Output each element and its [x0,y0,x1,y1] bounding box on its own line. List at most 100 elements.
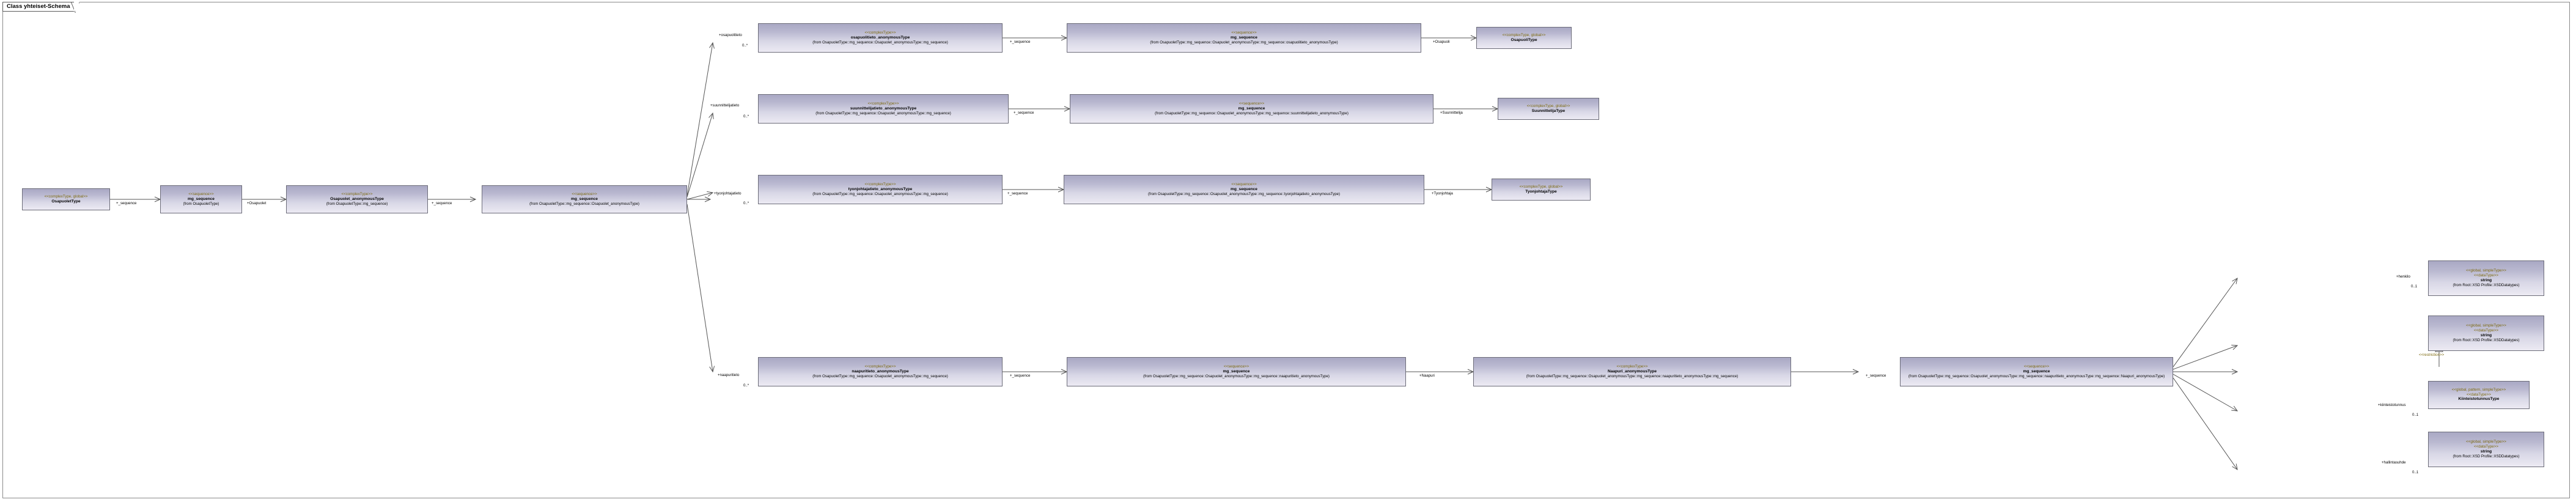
class-name: Naapuri_anonymousType [1607,369,1657,374]
stereotype: <<sequence>> [1231,182,1257,187]
edge-label-henkilo: +henkilo [2396,275,2410,279]
class-namespace: (from OsapuoletType::mg_sequence) [326,202,388,207]
stereotype: <<complexType>> [867,102,899,106]
class-name: string [2480,449,2492,454]
edge-label-sequence-6: +_sequence [1010,374,1031,378]
stereotype: <<complexType, global>> [1526,103,1570,108]
edge-label-tyonjohtajatieto: +tyonjohtajatieto [714,191,742,196]
edge-mult-hallintasuhde: 0..1 [2412,470,2419,474]
stereotype: <<global, simpleType>> [2466,440,2506,445]
stereotype-datatype: <<dataType>> [2467,392,2491,397]
edge-mult-tyonjohtajatieto: 0..* [743,201,749,205]
class-node-suunnittelijatieto-anonymoustype[interactable]: <<complexType>> suunnittelijatieto_anony… [758,94,1009,124]
stereotype-datatype: <<dataType>> [2474,328,2498,333]
class-namespace: (from OsapuoletType::mg_sequence::Osapuo… [1150,40,1338,45]
class-namespace: (from OsapuoletType::mg_sequence::Osapuo… [529,202,639,207]
class-namespace: (from OsapuoletType::mg_sequence::Osapuo… [812,192,948,197]
stereotype: <<sequence>> [1238,102,1265,106]
class-namespace: (from OsapuoletType::mg_sequence::Osapuo… [1908,374,2165,379]
stereotype: <<complexType, global>> [44,194,88,199]
class-name: suunnittelijatieto_anonymousType [850,106,917,111]
class-node-mg-sequence-osapuolettype[interactable]: <<sequence>> mg_sequence (from Osapuolet… [160,185,242,213]
stereotype: <<sequence>> [572,192,597,197]
stereotype: <<sequence>> [188,192,214,197]
class-namespace: (from OsapuoletType::mg_sequence::Osapuo… [1155,111,1349,116]
edge-label-sequence-2: +_sequence [432,201,452,205]
class-node-mg-sequence-osapuolitieto[interactable]: <<sequence>> mg_sequence (from Osapuolet… [1067,23,1421,53]
edge-label-sequence-5: +_sequence [1007,191,1028,196]
class-node-string-hallintasuhde[interactable]: <<global, simpleType>> <<dataType>> stri… [2428,432,2544,467]
class-node-naapuri-anonymoustype[interactable]: <<complexType>> Naapuri_anonymousType (f… [1473,357,1791,386]
stereotype-datatype: <<dataType>> [2474,444,2498,449]
edge-label-sequence-1: +_sequence [116,201,137,205]
stereotype: <<complexType, global>> [1519,184,1563,189]
class-node-naapuritieto-anonymoustype[interactable]: <<complexType>> naapuritieto_anonymousTy… [758,357,1003,386]
edge-label-osapuolet: +Osapuolet [247,201,267,205]
class-name: OsapuoletType [51,199,81,204]
stereotype: <<global, pattern, simpleType>> [2451,387,2506,392]
edge-label-sequence-3: +_sequence [1010,40,1031,44]
class-node-kiinteistotunnustype[interactable]: <<global, pattern, simpleType>> <<dataTy… [2428,381,2530,409]
edge-label-kiinteistotunnus: +kiinteistotunnus [2378,403,2406,407]
class-node-tyonjohtajatype[interactable]: <<complexType, global>> TyonjohtajaType [1492,179,1591,201]
stereotype: <<complexType>> [864,31,896,35]
edge-mult-suunnittelijatieto: 0..* [743,114,749,119]
diagram-title: Class yhteiset-Schema [7,3,70,10]
stereotype: <<complexType>> [864,182,896,187]
class-namespace: (from OsapuoletType::mg_sequence::Osapuo… [815,111,951,116]
stereotype: <<global, simpleType>> [2466,323,2506,328]
edge-mult-osapuolitieto: 0..* [742,43,748,48]
class-namespace: (from OsapuoletType::mg_sequence::Osapuo… [812,40,948,45]
class-namespace: (from Root::XSD Profile::XSDDatatypes) [2453,454,2520,459]
class-namespace: (from OsapuoletType::mg_sequence::Osapuo… [1147,192,1341,197]
class-namespace: (from Root::XSD Profile::XSDDatatypes) [2453,338,2520,343]
class-node-osapuolitieto-anonymoustype[interactable]: <<complexType>> osapuolitieto_anonymousT… [758,23,1003,53]
class-name: string [2480,333,2492,338]
class-name: mg_sequence [1223,369,1250,374]
edge-label-suunnittelija: +Suunnittelija [1440,111,1463,115]
edge-label-sequence-7: +_sequence [1866,374,1886,378]
class-name: string [2480,278,2492,282]
edge-label-tyonjohtaja: +Tyonjohtaja [1432,191,1453,196]
class-node-suunnittelijatype[interactable]: <<complexType, global>> SuunnittelijaTyp… [1498,98,1599,120]
class-name: mg_sequence [1231,186,1257,191]
stereotype: <<complexType>> [864,364,896,369]
edge-mult-naapuritieto: 0..* [743,383,749,388]
stereotype: <<global, simpleType>> [2466,268,2506,273]
class-name: KiinteistotunnusType [2458,397,2500,402]
class-name: SuunnittelijaType [1531,108,1566,113]
class-name: mg_sequence [1231,35,1257,40]
class-namespace: (from OsapuoletType::mg_sequence::Osapuo… [1143,374,1330,379]
class-node-mg-sequence-osapuolet-anon[interactable]: <<sequence>> mg_sequence (from Osapuolet… [482,185,687,213]
class-node-string-restricted[interactable]: <<global, simpleType>> <<dataType>> stri… [2428,316,2544,351]
class-node-mg-sequence-tyonjohtajatieto[interactable]: <<sequence>> mg_sequence (from Osapuolet… [1064,175,1424,204]
class-node-mg-sequence-naapuri[interactable]: <<sequence>> mg_sequence (from Osapuolet… [1900,357,2173,386]
class-name: osapuolitieto_anonymousType [850,35,910,40]
class-namespace: (from OsapuoletType::mg_sequence::Osapuo… [812,374,948,379]
stereotype: <<sequence>> [2023,364,2050,369]
class-node-tyonjohtajatieto-anonymoustype[interactable]: <<complexType>> tyonjohtajatieto_anonymo… [758,175,1003,204]
class-name: tyonjohtajatieto_anonymousType [848,186,913,191]
class-node-mg-sequence-naapuritieto[interactable]: <<sequence>> mg_sequence (from Osapuolet… [1067,357,1406,386]
class-namespace: (from OsapuoletType::mg_sequence::Osapuo… [1526,374,1739,379]
class-node-mg-sequence-suunnittelijatieto[interactable]: <<sequence>> mg_sequence (from Osapuolet… [1070,94,1433,124]
edge-label-sequence-4: +_sequence [1014,111,1034,115]
edge-label-restriction: <<restriction>> [2419,353,2445,357]
class-name: naapuritieto_anonymousType [852,369,909,374]
class-node-string-henkilo[interactable]: <<global, simpleType>> <<dataType>> stri… [2428,260,2544,296]
edge-mult-henkilo: 0..1 [2411,284,2418,289]
class-name: mg_sequence [571,196,598,201]
stereotype-datatype: <<dataType>> [2474,273,2498,278]
diagram-frame-tab: Class yhteiset-Schema [2,2,83,13]
class-name: TyonjohtajaType [1525,189,1557,194]
class-node-osapuolet-anonymoustype[interactable]: <<complexType>> Osapuolet_anonymousType … [286,185,428,213]
edge-label-hallintasuhde: +hallintasuhde [2382,460,2406,465]
class-namespace: (from Root::XSD Profile::XSDDatatypes) [2453,283,2520,288]
edge-mult-kiinteistotunnus: 0..1 [2412,413,2419,417]
class-node-osapuolettype[interactable]: <<complexType, global>> OsapuoletType [22,188,110,210]
class-node-osapuolitype[interactable]: <<complexType, global>> OsapuoliType [1476,27,1572,49]
edge-label-naapuri: +Naapuri [1419,374,1435,378]
edge-label-suunnittelijatieto: +suunnittelijatieto [710,103,740,108]
